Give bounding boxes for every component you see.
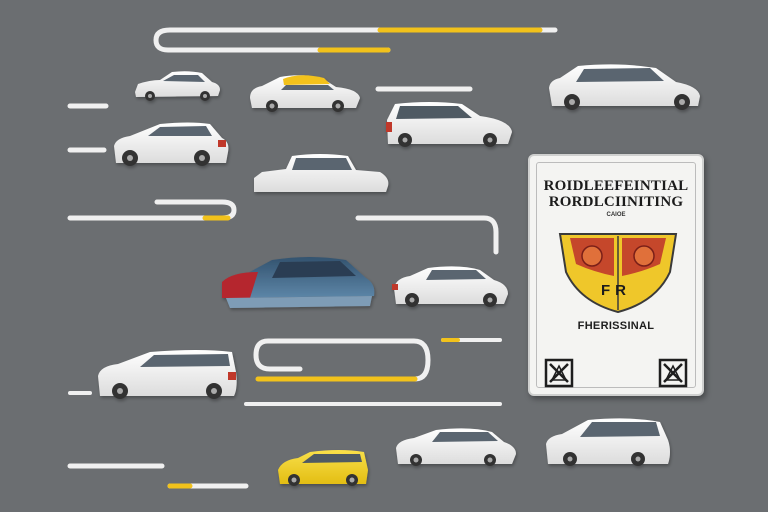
sign-shield-letters: FR [601,282,631,299]
car-white-suv-3 [546,418,670,466]
road-line-top-hook [153,27,558,53]
car-white-sedan-4 [396,428,516,466]
car-blue-red [222,257,375,308]
cars [98,64,700,486]
sign-title-line2: RORDLCIINITING [548,194,684,210]
car-white-suv-2 [98,350,237,399]
sign-inner-border [536,162,696,388]
car-white-wagon [386,102,512,147]
sign-shield-emblem [558,233,678,314]
car-white-sedan-2 [254,154,389,192]
car-white-sedan-3 [392,266,508,307]
car-white-sedan-1 [135,71,220,101]
road-line-curve [355,215,499,255]
sign-subtitle: FHERISSINAL [577,320,655,332]
sign-small-text: CAIOE [606,212,626,218]
sign-crossed-box-left-icon [544,358,574,388]
car-white-suv-1 [549,64,700,110]
car-yellow-hatchback [278,450,368,486]
car-white-sedan-yellow-roof [250,75,360,112]
sign-title-line1: ROIDLEEFEINTIAL [543,178,689,194]
sign-crossed-box-right-icon [658,358,688,388]
car-white-hatchback [114,122,229,166]
road-lines [67,27,558,489]
road-sign-board: ROIDLEEFEINTIAL RORDLCIINITING CAIOE FR … [528,154,704,396]
road-line-lower-hook [253,338,431,382]
